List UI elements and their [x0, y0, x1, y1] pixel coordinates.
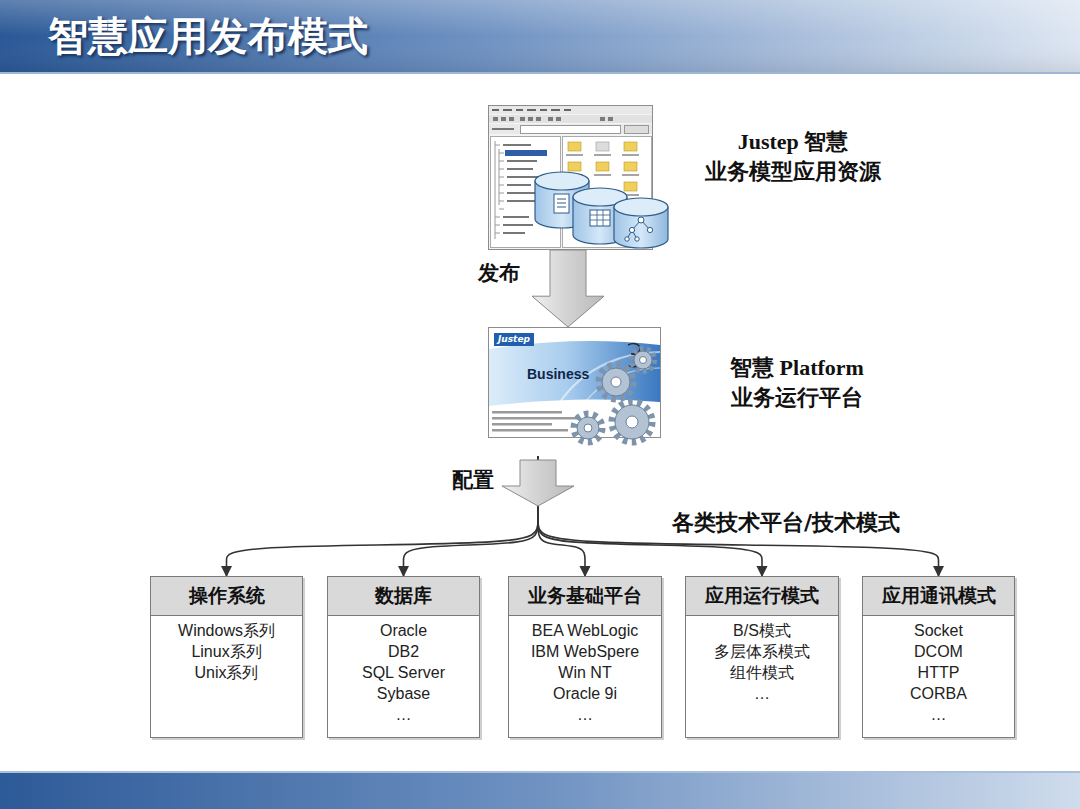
node-caption: 智慧 Platform 业务运行平台 — [704, 353, 890, 413]
brace-connector — [404, 456, 539, 576]
box-heading: 业务基础平台 — [528, 583, 642, 609]
brace-connector — [538, 456, 939, 576]
box-item: Linux系列 — [191, 641, 261, 662]
box-item: B/S模式 — [733, 620, 791, 641]
box-item: … — [754, 683, 770, 704]
illustration-node: Justep 智慧 业务模型应用资源 — [488, 105, 670, 250]
edge-label: 发布 — [476, 260, 522, 286]
box-body: SocketDCOMHTTPCORBA… — [863, 616, 1014, 733]
caption-text: Justep 智慧 业务模型应用资源 — [688, 127, 898, 187]
box-body: BEA WebLogicIBM WebSpereWin NTOracle 9i… — [509, 616, 661, 733]
illustration-node: 智慧 Platform 业务运行平台 — [488, 327, 665, 456]
box-item: Windows系列 — [178, 620, 275, 641]
splash-illustration — [489, 328, 661, 443]
box-item: DB2 — [388, 641, 419, 662]
platform-category-box: 操作系统 Windows系列Linux系列Unix系列 — [150, 576, 303, 738]
box-item: … — [396, 704, 412, 725]
platform-category-box: 应用通讯模式 SocketDCOMHTTPCORBA… — [862, 576, 1015, 738]
platform-category-box: 应用运行模式 B/S模式多层体系模式组件模式… — [685, 576, 839, 738]
box-header: 数据库 — [328, 577, 479, 616]
box-item: IBM WebSpere — [531, 641, 639, 662]
box-header: 应用运行模式 — [686, 577, 838, 616]
node-caption: Justep 智慧 业务模型应用资源 — [688, 127, 898, 187]
box-item: HTTP — [918, 662, 960, 683]
block-arrow — [502, 460, 574, 506]
brace-connector — [227, 456, 539, 576]
platform-category-box: 数据库 OracleDB2SQL ServerSybase… — [327, 576, 480, 738]
box-item: DCOM — [914, 641, 963, 662]
box-item: 组件模式 — [730, 662, 794, 683]
box-item: Oracle — [380, 620, 427, 641]
group-label: 各类技术平台/技术模式 — [672, 508, 900, 538]
box-item: CORBA — [910, 683, 967, 704]
logo-text: Justep — [494, 333, 534, 346]
box-item: Win NT — [558, 662, 611, 683]
platform-category-box: 业务基础平台 BEA WebLogicIBM WebSpereWin NTOrac… — [508, 576, 662, 738]
box-item: 多层体系模式 — [714, 641, 810, 662]
box-header: 操作系统 — [151, 577, 302, 616]
screenshot-illustration — [489, 106, 669, 250]
splash-text: Business — [527, 366, 589, 382]
box-header: 应用通讯模式 — [863, 577, 1014, 616]
edge-label: 配置 — [450, 467, 496, 493]
box-body: B/S模式多层体系模式组件模式… — [686, 616, 838, 712]
box-heading: 应用运行模式 — [705, 583, 819, 609]
box-heading: 数据库 — [375, 583, 432, 609]
caption-text: 智慧 Platform 业务运行平台 — [704, 353, 890, 413]
box-body: OracleDB2SQL ServerSybase… — [328, 616, 479, 733]
box-item: SQL Server — [362, 662, 445, 683]
box-item: Oracle 9i — [553, 683, 617, 704]
box-item: Sybase — [377, 683, 430, 704]
box-header: 业务基础平台 — [509, 577, 661, 616]
block-arrow-connector — [532, 250, 604, 327]
slide-title: 智慧应用发布模式 — [48, 0, 368, 72]
box-item: … — [577, 704, 593, 725]
box-body: Windows系列Linux系列Unix系列 — [151, 616, 302, 691]
box-item: Unix系列 — [194, 662, 258, 683]
box-item: Socket — [914, 620, 963, 641]
box-item: … — [931, 704, 947, 725]
box-item: BEA WebLogic — [532, 620, 638, 641]
box-heading: 操作系统 — [189, 583, 265, 609]
box-heading: 应用通讯模式 — [882, 583, 996, 609]
